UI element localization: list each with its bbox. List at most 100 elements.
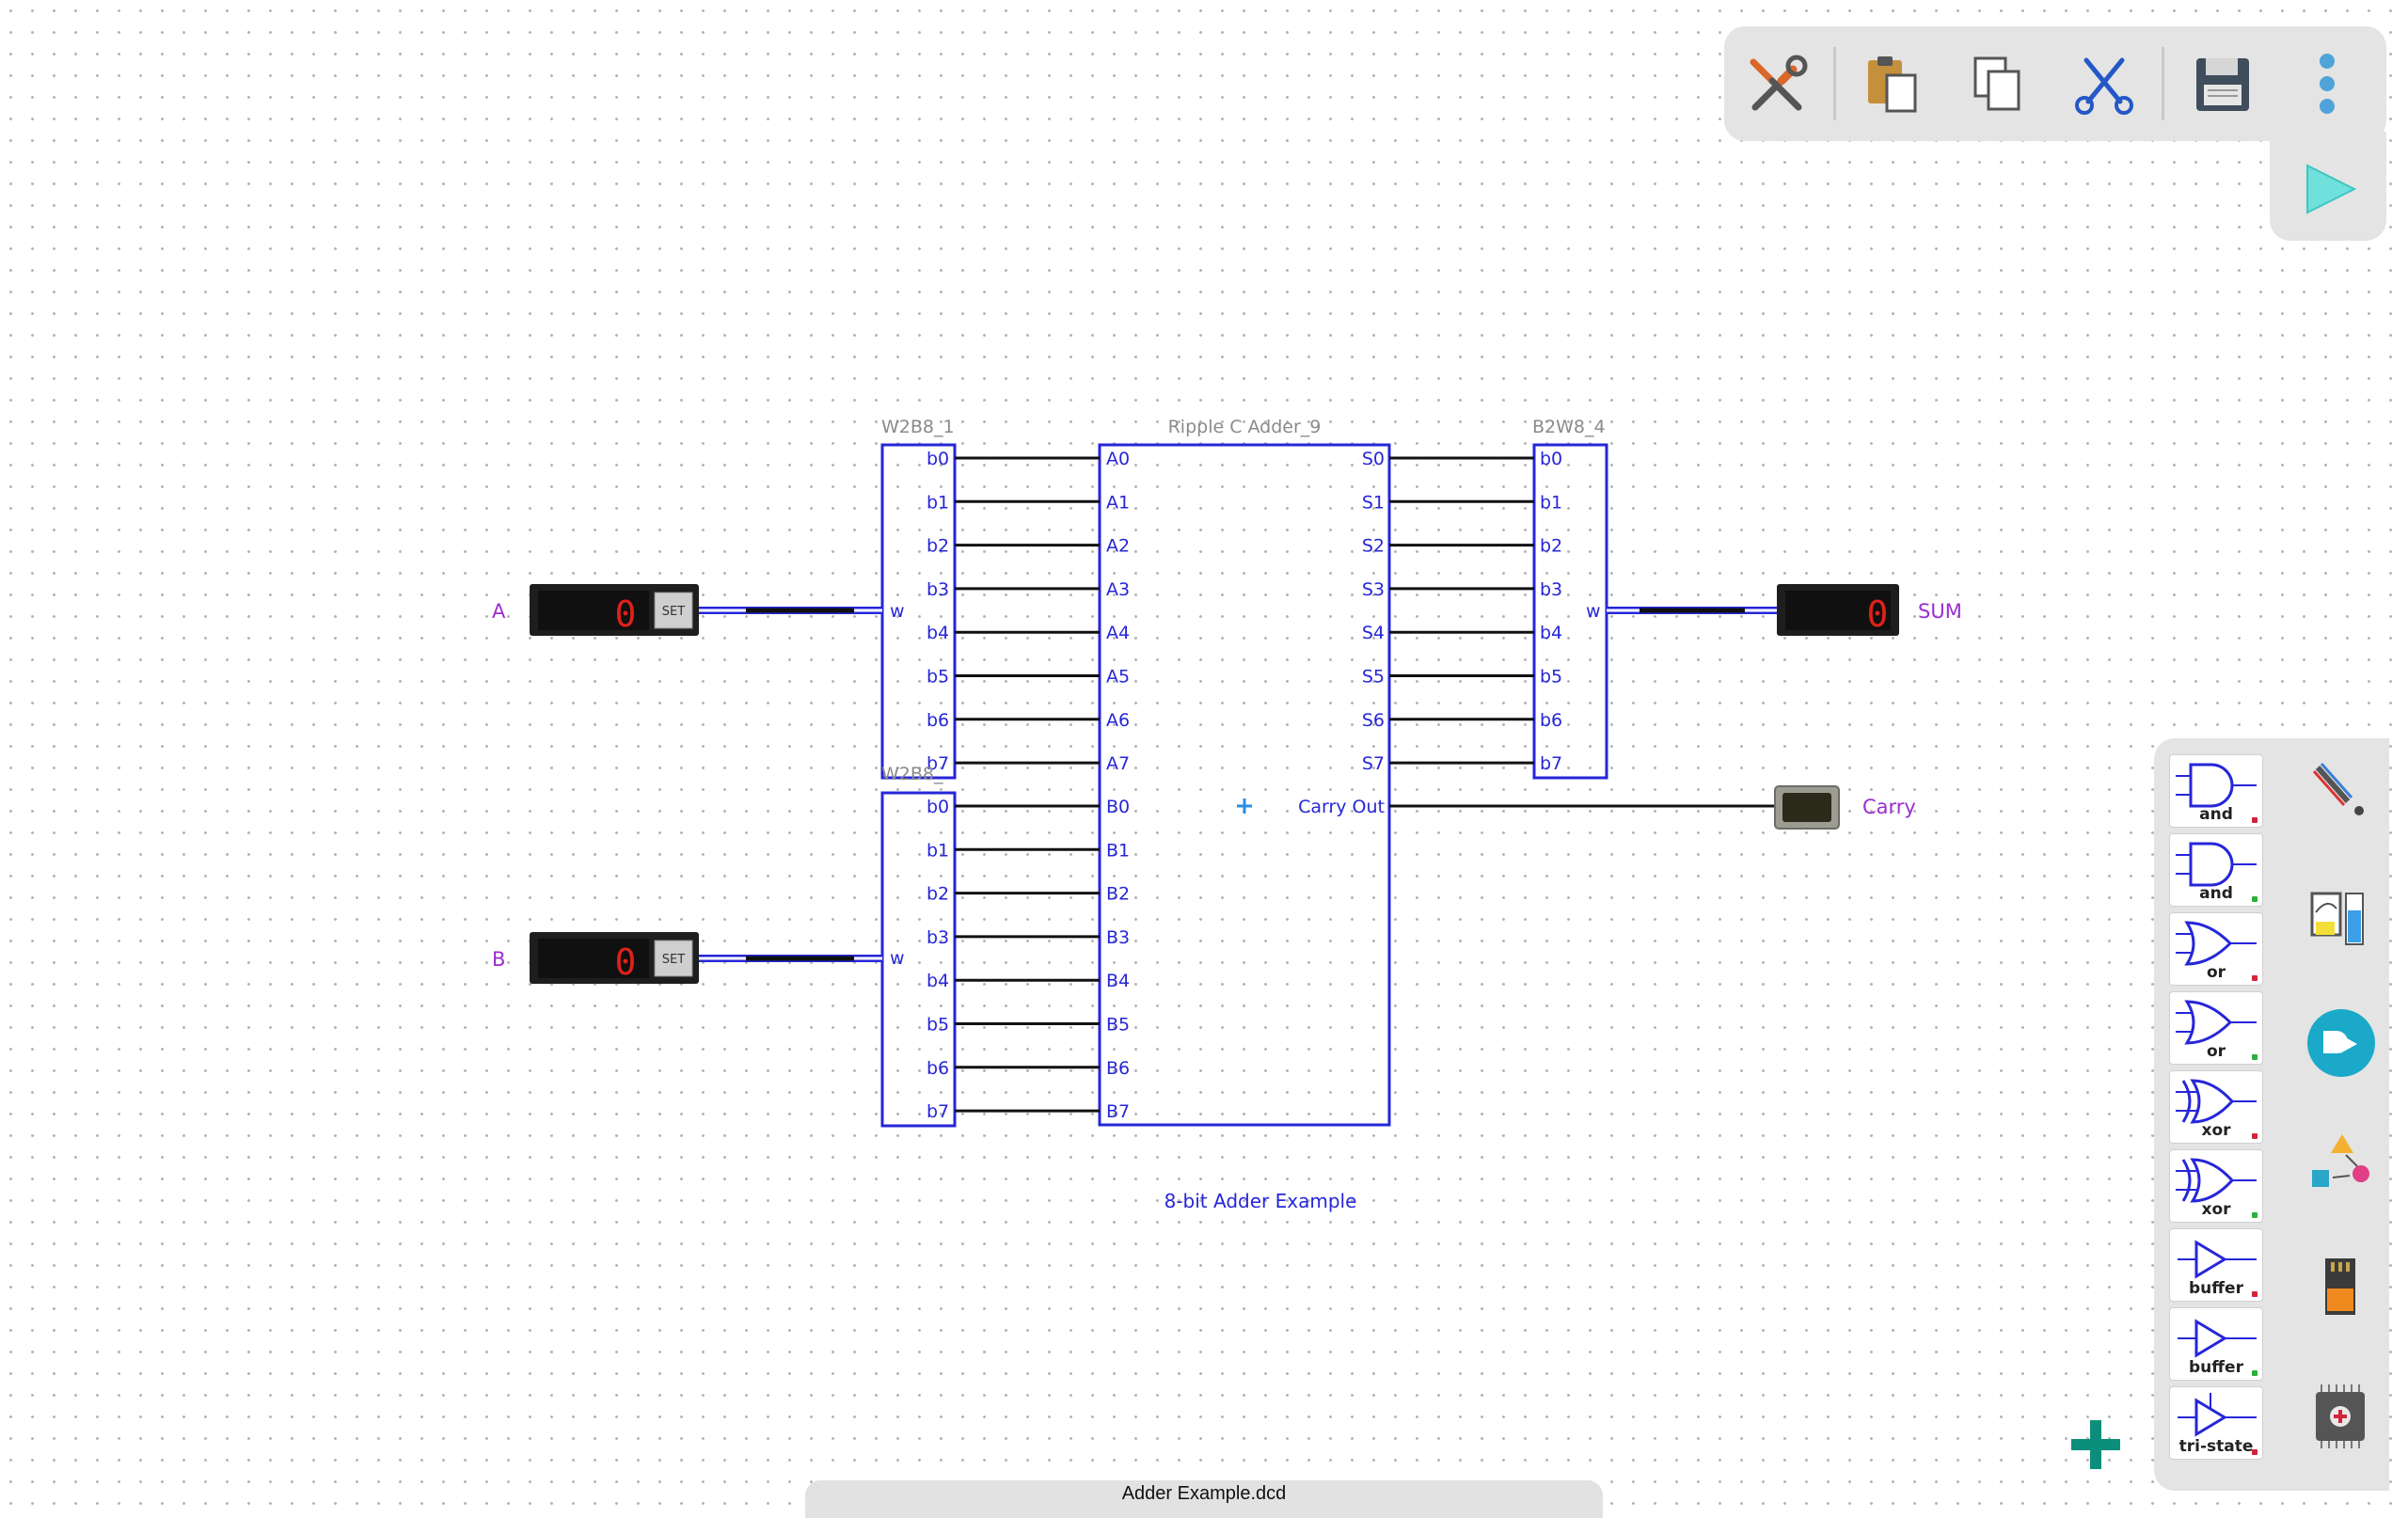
adder-pin-s4: S4 xyxy=(1362,623,1385,643)
paste-icon xyxy=(1868,56,1917,113)
splitter-a-bit-7: b7 xyxy=(927,753,949,774)
adder-pin-s7: S7 xyxy=(1362,753,1385,774)
input-b-set-button[interactable]: SET xyxy=(654,940,693,977)
input-b-device[interactable]: B 0 SET xyxy=(492,932,699,984)
adder-pin-s5: S5 xyxy=(1362,667,1385,688)
green-marker-icon xyxy=(2252,896,2258,902)
scissors-icon xyxy=(2075,57,2133,115)
more-menu-button[interactable] xyxy=(2284,40,2370,127)
green-marker-icon xyxy=(2252,1370,2258,1376)
combiner-bit-0: b0 xyxy=(1540,449,1562,469)
play-icon xyxy=(2306,164,2357,214)
palette-item-buffer-green[interactable]: buffer xyxy=(2169,1307,2263,1381)
circuit-caption: 8-bit Adder Example xyxy=(1164,1190,1357,1212)
combiner-bit-3: b3 xyxy=(1540,579,1562,600)
splitter-a-bit-5: b5 xyxy=(927,667,949,688)
file-tab[interactable]: Adder Example.dcd xyxy=(805,1480,1603,1518)
palette-item-label: or xyxy=(2206,1042,2226,1061)
category-wire-button[interactable] xyxy=(2305,752,2378,826)
combiner-bit-6: b6 xyxy=(1540,710,1562,731)
palette-item-label: and xyxy=(2199,884,2233,903)
tristate-gate-icon xyxy=(2178,1393,2257,1437)
adder-pin-carry-out: Carry Out xyxy=(1298,797,1385,817)
tools-icon xyxy=(1750,55,1808,111)
settings-button[interactable] xyxy=(1734,40,1820,127)
category-memory-card-button[interactable] xyxy=(2305,1251,2378,1324)
palette-item-label: or xyxy=(2206,963,2226,982)
splitter-b-bit-3: b3 xyxy=(927,927,949,948)
combiner-bit-7: b7 xyxy=(1540,753,1562,774)
shapes-icon xyxy=(2312,1134,2369,1187)
combiner-label: B2W8_4 xyxy=(1532,417,1606,437)
input-a-set-button[interactable]: SET xyxy=(654,592,693,629)
palette-item-and-red[interactable]: and xyxy=(2169,754,2263,828)
palette-item-tristate-red[interactable]: tri-state xyxy=(2169,1386,2263,1460)
adder-pin-b7: B7 xyxy=(1106,1101,1130,1122)
splitter-a-bit-6: b6 xyxy=(927,710,949,731)
splitter-b-bit-5: b5 xyxy=(927,1015,949,1036)
input-a-set-label: SET xyxy=(662,605,685,619)
output-carry-label: Carry xyxy=(1862,796,1916,818)
output-sum-device[interactable]: 0 SUM xyxy=(1777,584,1962,636)
green-marker-icon xyxy=(2252,1054,2258,1060)
palette-item-label: buffer xyxy=(2189,1279,2243,1298)
palette-item-xor-red[interactable]: xor xyxy=(2169,1070,2263,1144)
red-marker-icon xyxy=(2252,1449,2258,1455)
red-marker-icon xyxy=(2252,1291,2258,1297)
category-io-devices-button[interactable] xyxy=(2305,884,2378,957)
copy-icon xyxy=(1973,56,2020,111)
palette-item-or-red[interactable]: or xyxy=(2169,912,2263,986)
category-shapes-button[interactable] xyxy=(2305,1129,2378,1202)
and-gate-icon xyxy=(2176,763,2257,808)
paste-button[interactable] xyxy=(1848,40,1935,127)
splitter-a-bit-0: b0 xyxy=(927,449,949,469)
splitter-b-bit-7: b7 xyxy=(927,1101,949,1122)
cut-button[interactable] xyxy=(2061,40,2147,127)
category-chip-button[interactable] xyxy=(2305,1381,2378,1454)
add-component-button[interactable] xyxy=(2062,1411,2130,1478)
output-carry-led[interactable]: Carry xyxy=(1774,785,1916,830)
adder-pin-b3: B3 xyxy=(1106,927,1130,948)
buffer-gate-icon xyxy=(2178,1319,2257,1358)
palette-item-label: xor xyxy=(2201,1200,2231,1219)
combiner-bit-5: b5 xyxy=(1540,667,1562,688)
component-palette: and and or or xor xor buffer buffer tri-state xyxy=(2154,738,2389,1491)
input-a-device[interactable]: A 0 SET xyxy=(492,584,699,636)
io-devices-icon xyxy=(2310,892,2364,945)
buffer-gate-icon xyxy=(2178,1240,2257,1279)
input-a-label: A xyxy=(492,600,506,623)
combiner-bus-pin: w xyxy=(1586,601,1601,622)
chip-icon xyxy=(2316,1384,2365,1448)
ripple-carry-adder[interactable]: Ripple C Adder_9 A0A1A2A3A4A5A6A7B0B1B2B… xyxy=(1098,417,1391,1127)
adder-pin-a4: A4 xyxy=(1106,623,1130,643)
combiner-bit-4: b4 xyxy=(1540,623,1562,643)
adder-pin-a0: A0 xyxy=(1106,449,1130,469)
adder-pin-a7: A7 xyxy=(1106,753,1130,774)
adder-pin-b0: B0 xyxy=(1106,797,1130,817)
adder-pin-s0: S0 xyxy=(1362,449,1385,469)
splitter-b-label: W2B8_ xyxy=(881,764,943,784)
category-logic-gates-button[interactable] xyxy=(2305,1006,2378,1080)
adder-pin-b4: B4 xyxy=(1106,971,1130,991)
splitter-b-bit-6: b6 xyxy=(927,1058,949,1079)
or-gate-icon xyxy=(2176,921,2257,966)
palette-item-or-green[interactable]: or xyxy=(2169,991,2263,1065)
copy-button[interactable] xyxy=(1954,40,2040,127)
wire-icon xyxy=(2312,763,2364,815)
palette-item-xor-green[interactable]: xor xyxy=(2169,1149,2263,1223)
splitter-b-bit-0: b0 xyxy=(927,797,949,817)
combiner-bit-2: b2 xyxy=(1540,536,1562,557)
adder-pin-s6: S6 xyxy=(1362,710,1385,731)
palette-item-label: tri-state xyxy=(2178,1437,2254,1456)
adder-pin-b6: B6 xyxy=(1106,1058,1130,1079)
save-button[interactable] xyxy=(2178,40,2265,127)
adder-pin-b2: B2 xyxy=(1106,884,1130,905)
run-simulation-button[interactable] xyxy=(2284,146,2370,232)
logic-gates-icon xyxy=(2307,1009,2375,1077)
palette-item-and-green[interactable]: and xyxy=(2169,833,2263,907)
palette-item-buffer-red[interactable]: buffer xyxy=(2169,1228,2263,1302)
